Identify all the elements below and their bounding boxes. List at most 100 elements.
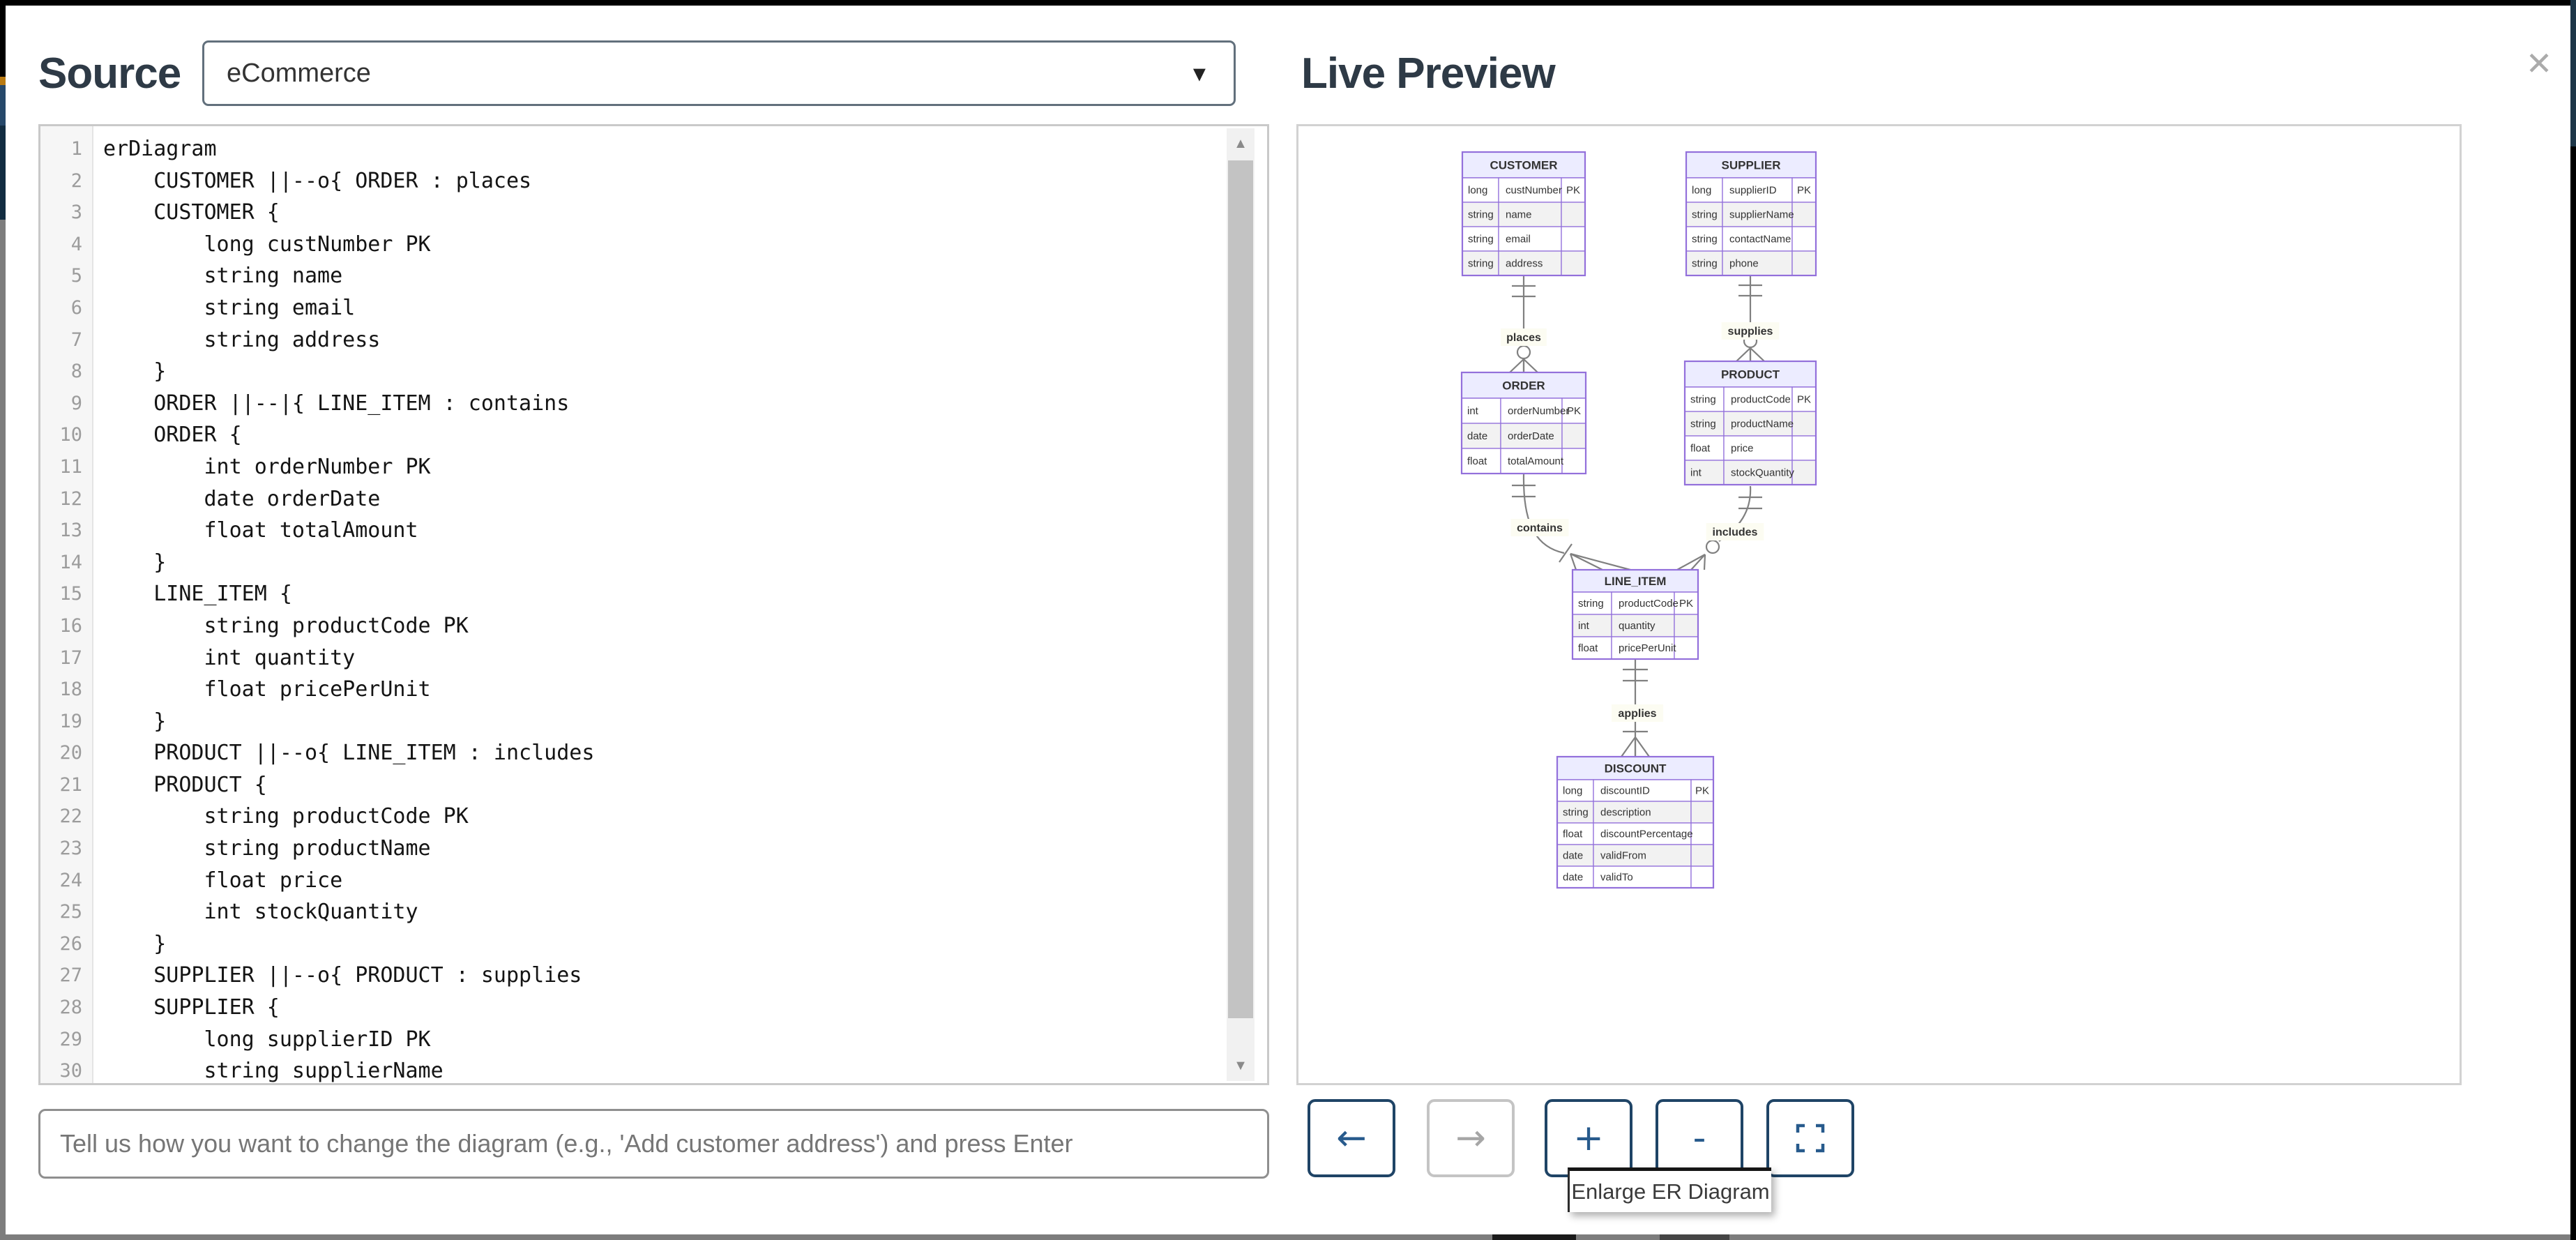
close-button[interactable]: ✕ bbox=[2515, 39, 2563, 88]
line-number: 20 bbox=[59, 742, 82, 764]
svg-text:float: float bbox=[1578, 642, 1598, 654]
diagram-select[interactable]: eCommerce ▾ bbox=[202, 40, 1236, 106]
svg-text:validFrom: validFrom bbox=[1600, 850, 1646, 862]
svg-text:string: string bbox=[1468, 209, 1494, 221]
code-content[interactable]: erDiagram CUSTOMER ||--o{ ORDER : places… bbox=[93, 126, 1267, 1083]
svg-text:string: string bbox=[1690, 394, 1716, 406]
svg-text:string: string bbox=[1578, 598, 1604, 610]
svg-text:date: date bbox=[1467, 430, 1487, 442]
svg-text:description: description bbox=[1600, 807, 1651, 819]
svg-text:DISCOUNT: DISCOUNT bbox=[1605, 762, 1667, 776]
background-sliver bbox=[2570, 0, 2576, 146]
svg-text:discountID: discountID bbox=[1600, 785, 1650, 797]
line-number: 7 bbox=[70, 328, 82, 351]
svg-text:long: long bbox=[1563, 785, 1582, 797]
svg-text:LINE_ITEM: LINE_ITEM bbox=[1605, 575, 1667, 588]
line-number: 12 bbox=[59, 487, 82, 510]
svg-text:supplierID: supplierID bbox=[1729, 185, 1777, 197]
line-number: 26 bbox=[59, 932, 82, 955]
line-number: 1 bbox=[70, 138, 82, 160]
svg-text:productCode: productCode bbox=[1731, 394, 1791, 406]
svg-text:long: long bbox=[1468, 185, 1487, 197]
code-line: SUPPLIER ||--o{ PRODUCT : supplies bbox=[103, 963, 582, 988]
svg-text:price: price bbox=[1731, 443, 1754, 455]
svg-text:date: date bbox=[1563, 872, 1583, 884]
scrollbar-thumb[interactable] bbox=[1228, 160, 1253, 1018]
svg-text:contactName: contactName bbox=[1729, 234, 1791, 245]
svg-text:productCode: productCode bbox=[1619, 598, 1679, 610]
code-line: erDiagram bbox=[103, 137, 217, 161]
svg-text:string: string bbox=[1468, 234, 1494, 245]
line-number: 19 bbox=[59, 710, 82, 732]
code-line: CUSTOMER { bbox=[103, 200, 280, 225]
code-line: int orderNumber PK bbox=[103, 454, 431, 479]
line-number: 28 bbox=[59, 997, 82, 1019]
line-number: 3 bbox=[70, 202, 82, 224]
background-sliver bbox=[0, 126, 6, 220]
forward-button[interactable]: → bbox=[1427, 1099, 1515, 1177]
enlarge-button[interactable] bbox=[1766, 1099, 1854, 1177]
code-line: LINE_ITEM { bbox=[103, 582, 292, 607]
svg-text:PK: PK bbox=[1797, 394, 1811, 406]
code-line: SUPPLIER { bbox=[103, 995, 280, 1020]
source-panel-title: Source bbox=[38, 50, 181, 98]
code-line: long supplierID PK bbox=[103, 1027, 431, 1052]
editor-scrollbar[interactable]: ▲ ▼ bbox=[1227, 128, 1255, 1081]
enlarge-icon bbox=[1796, 1124, 1825, 1153]
prompt-input[interactable] bbox=[38, 1109, 1269, 1179]
svg-text:int: int bbox=[1690, 467, 1702, 479]
background-sliver bbox=[0, 77, 6, 85]
code-line: PRODUCT { bbox=[103, 772, 267, 797]
svg-text:CUSTOMER: CUSTOMER bbox=[1490, 159, 1558, 172]
svg-text:string: string bbox=[1692, 209, 1718, 221]
svg-text:discountPercentage: discountPercentage bbox=[1600, 829, 1693, 840]
svg-text:float: float bbox=[1563, 829, 1583, 840]
line-number: 10 bbox=[59, 424, 82, 446]
svg-text:int: int bbox=[1467, 405, 1479, 417]
er-relationship-includes: includes bbox=[1676, 485, 1764, 570]
line-number: 2 bbox=[70, 169, 82, 192]
svg-text:stockQuantity: stockQuantity bbox=[1731, 467, 1794, 479]
scroll-up-icon[interactable]: ▲ bbox=[1234, 135, 1248, 151]
svg-text:PK: PK bbox=[1679, 598, 1693, 610]
code-line: string email bbox=[103, 295, 356, 320]
line-number: 16 bbox=[59, 614, 82, 637]
svg-text:float: float bbox=[1467, 455, 1487, 467]
svg-text:PRODUCT: PRODUCT bbox=[1721, 368, 1780, 381]
svg-text:PK: PK bbox=[1567, 405, 1581, 417]
svg-text:float: float bbox=[1690, 443, 1711, 455]
background-sliver bbox=[1660, 1234, 1729, 1240]
er-relationship-applies: applies bbox=[1611, 659, 1664, 757]
line-number: 15 bbox=[59, 583, 82, 605]
svg-text:PK: PK bbox=[1566, 185, 1580, 197]
code-line: float price bbox=[103, 868, 343, 893]
tooltip: Enlarge ER Diagram bbox=[1568, 1167, 1771, 1212]
line-number: 13 bbox=[59, 520, 82, 542]
scroll-down-icon[interactable]: ▼ bbox=[1234, 1057, 1248, 1073]
er-relationship-contains: contains bbox=[1510, 474, 1631, 571]
svg-text:supplies: supplies bbox=[1728, 326, 1773, 338]
line-number: 29 bbox=[59, 1028, 82, 1050]
line-number: 21 bbox=[59, 773, 82, 796]
line-number: 25 bbox=[59, 901, 82, 923]
svg-text:address: address bbox=[1506, 258, 1543, 270]
svg-text:orderNumber: orderNumber bbox=[1508, 405, 1569, 417]
back-button[interactable]: ← bbox=[1308, 1099, 1395, 1177]
background-sliver bbox=[0, 220, 6, 1240]
zoom-in-button[interactable]: + bbox=[1545, 1099, 1632, 1177]
code-line: } bbox=[103, 931, 167, 956]
background-sliver bbox=[6, 1234, 2570, 1240]
svg-text:string: string bbox=[1563, 807, 1589, 819]
svg-text:totalAmount: totalAmount bbox=[1508, 455, 1564, 467]
code-line: float pricePerUnit bbox=[103, 677, 431, 702]
code-line: string productCode PK bbox=[103, 804, 469, 829]
zoom-out-button[interactable]: - bbox=[1656, 1099, 1743, 1177]
